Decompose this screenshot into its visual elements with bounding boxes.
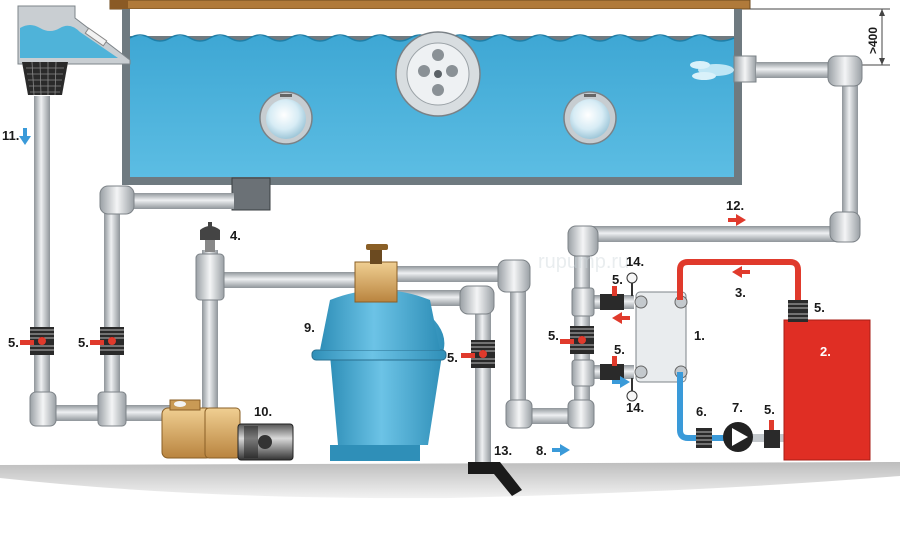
label-filter-pump: 10. — [254, 404, 272, 419]
valve-icon — [764, 420, 780, 448]
jet-unit-icon — [395, 31, 481, 117]
flow-arrow-icon — [552, 444, 570, 456]
dimension-arrow-head — [879, 58, 885, 65]
flow-arrow-icon — [612, 376, 630, 388]
flow-arrow-icon — [19, 128, 31, 145]
valve-icon — [461, 340, 495, 368]
label-circulation-pump: 7. — [732, 400, 743, 415]
label-return-flow: 8. — [536, 443, 547, 458]
label-heat-exchanger: 1. — [694, 328, 705, 343]
pool-light-icon — [563, 91, 617, 145]
thermometer-icon — [626, 378, 638, 402]
label-valve: 5. — [614, 342, 625, 357]
ground — [0, 462, 900, 499]
dimension-text: >400 — [866, 27, 880, 54]
label-heated-return: 12. — [726, 198, 744, 213]
deck-edge-left — [110, 0, 128, 9]
label-valve: 5. — [612, 272, 623, 287]
label-boiler: 2. — [820, 344, 831, 359]
label-hot-line: 3. — [735, 285, 746, 300]
label-drain: 13. — [494, 443, 512, 458]
label-valve: 5. — [814, 300, 825, 315]
flow-arrow-icon — [732, 266, 750, 278]
label-valve: 5. — [764, 402, 775, 417]
label-valve: 5. — [447, 350, 458, 365]
dosing-unit-icon — [200, 222, 220, 252]
sand-filter — [311, 244, 447, 461]
valve-icon — [560, 326, 594, 354]
cold-pipe — [677, 372, 730, 441]
thermometer-icon — [626, 272, 638, 296]
deck-board — [109, 0, 751, 10]
label-thermometer: 14. — [626, 400, 644, 415]
flow-arrow-icon — [728, 214, 746, 226]
label-valve: 5. — [548, 328, 559, 343]
filter-pump — [161, 399, 294, 461]
pipe-fittings — [29, 55, 863, 429]
hot-pipe — [677, 259, 801, 310]
valve-icon — [90, 327, 124, 355]
drain-outlet — [468, 462, 522, 496]
label-dosing-unit: 4. — [230, 228, 241, 243]
skimmer-basket-icon — [22, 61, 68, 96]
label-check-valve: 6. — [696, 404, 707, 419]
label-thermometer: 14. — [626, 254, 644, 269]
valve-icon — [20, 327, 54, 355]
flow-arrow-icon — [612, 312, 630, 324]
main-drain-outlet — [231, 177, 271, 211]
check-valve-icon — [696, 428, 712, 448]
pool-air — [130, 9, 734, 36]
pool-light-icon — [259, 91, 313, 145]
label-valve: 5. — [78, 335, 89, 350]
label-skimmer-flow: 11. — [2, 128, 19, 143]
valve-icon — [600, 286, 624, 310]
skimmer-water — [20, 25, 118, 58]
label-valve: 5. — [8, 335, 19, 350]
return-nozzle-icon — [690, 55, 757, 83]
label-sand-filter: 9. — [304, 320, 315, 335]
valve-icon — [600, 356, 624, 380]
watermark-text: rupump.ru — [538, 251, 629, 273]
circulation-pump-icon — [723, 422, 753, 452]
valve-icon — [788, 300, 808, 322]
skimmer-flap — [84, 27, 108, 47]
heat-exchanger — [634, 291, 688, 383]
boiler — [783, 319, 871, 461]
dimension-arrow-head — [879, 9, 885, 16]
